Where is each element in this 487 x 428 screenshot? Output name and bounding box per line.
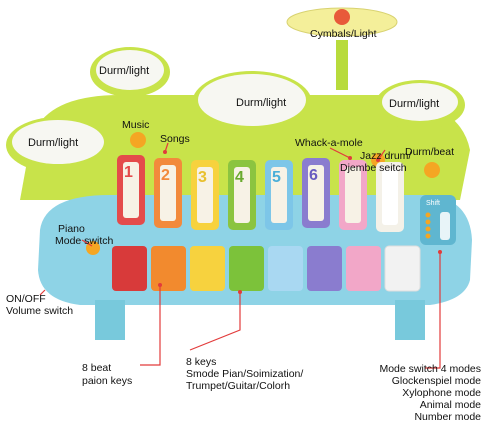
key-8: [384, 245, 421, 292]
bar-number-5: 5: [272, 169, 281, 186]
bar-8-face: [382, 169, 398, 225]
mode-led-4: [425, 233, 431, 239]
songs-label: Songs: [160, 133, 190, 145]
mode-led-2: [425, 219, 431, 225]
bar-number-2: 2: [161, 167, 170, 184]
drum-beat-label: Durm/beat: [405, 146, 455, 158]
key-1: [112, 246, 147, 291]
bar-3-face: [197, 167, 213, 223]
mode-label-4: Animal mode: [419, 399, 481, 411]
left-leg: [95, 300, 125, 340]
drum-left-top: [96, 50, 164, 90]
music-label: Music: [122, 119, 150, 131]
beat-keys-label-2: paion keys: [82, 375, 133, 387]
mode-label-3: Xylophone mode: [402, 387, 481, 399]
mode-led-3: [425, 226, 431, 232]
beat-button: [424, 162, 440, 178]
beat-keys-label-1: 8 beat: [82, 362, 112, 374]
bar-4-face: [234, 167, 250, 223]
bar-number-1: 1: [124, 164, 133, 181]
key-2: [151, 246, 186, 291]
key-3: [190, 246, 225, 291]
drum-left-low: [12, 120, 104, 164]
key-5: [268, 246, 303, 291]
bar-2-face: [160, 165, 176, 221]
drum-left-low-label: Durm/light: [28, 137, 78, 149]
shift-slider: [440, 212, 450, 240]
bar-5-face: [271, 167, 287, 223]
callout-lines: [39, 142, 441, 369]
onoff-label-2: Volume switch: [6, 305, 74, 317]
key-4: [229, 246, 264, 291]
drum-right-label: Durm/light: [389, 98, 439, 110]
key-6: [307, 246, 342, 291]
mode-label-5: Number mode: [414, 411, 481, 423]
bar-7-face: [345, 167, 361, 223]
music-button: [130, 132, 146, 148]
bar-1-face: [123, 162, 139, 218]
keys-label-2: Smode Pian/Soimization/: [186, 368, 304, 380]
right-leg: [395, 300, 425, 340]
cymbal-stand: [336, 40, 348, 90]
key-7: [346, 246, 381, 291]
piano-label-1: Piano: [58, 223, 85, 235]
drum-right: [382, 83, 458, 121]
keys-label-3: Trumpet/Guitar/Colorh: [186, 380, 291, 392]
whack-label: Whack-a-mole: [295, 137, 363, 149]
piano-label-2: Mode switch: [55, 235, 114, 247]
cymbals-label: Cymbals/Light: [310, 28, 377, 40]
piano-keys: [112, 245, 421, 292]
bar-number-4: 4: [235, 169, 244, 186]
jazz-label-1: Jazz drum/: [360, 150, 412, 162]
drum-center-label: Durm/light: [236, 97, 286, 109]
drum-left-top-label: Durm/light: [99, 65, 149, 77]
bar-6-face: [308, 165, 324, 221]
mode-led-1: [425, 212, 431, 218]
xylophone-bars: [117, 155, 404, 232]
cymbal-light: [334, 9, 350, 25]
jazz-label-2: Djembe seitch: [340, 162, 407, 174]
mode-label-1: Mode switch 4 modes: [379, 363, 481, 375]
bar-number-6: 6: [309, 167, 318, 184]
keys-label-1: 8 keys: [186, 356, 217, 368]
drum-center: [198, 74, 306, 126]
shift-label: Shift: [426, 200, 440, 207]
bar-number-3: 3: [198, 169, 207, 186]
mode-label-2: Glockenspiel mode: [391, 375, 481, 387]
onoff-label-1: ON/OFF: [6, 293, 46, 305]
callout-dots: [158, 150, 442, 294]
